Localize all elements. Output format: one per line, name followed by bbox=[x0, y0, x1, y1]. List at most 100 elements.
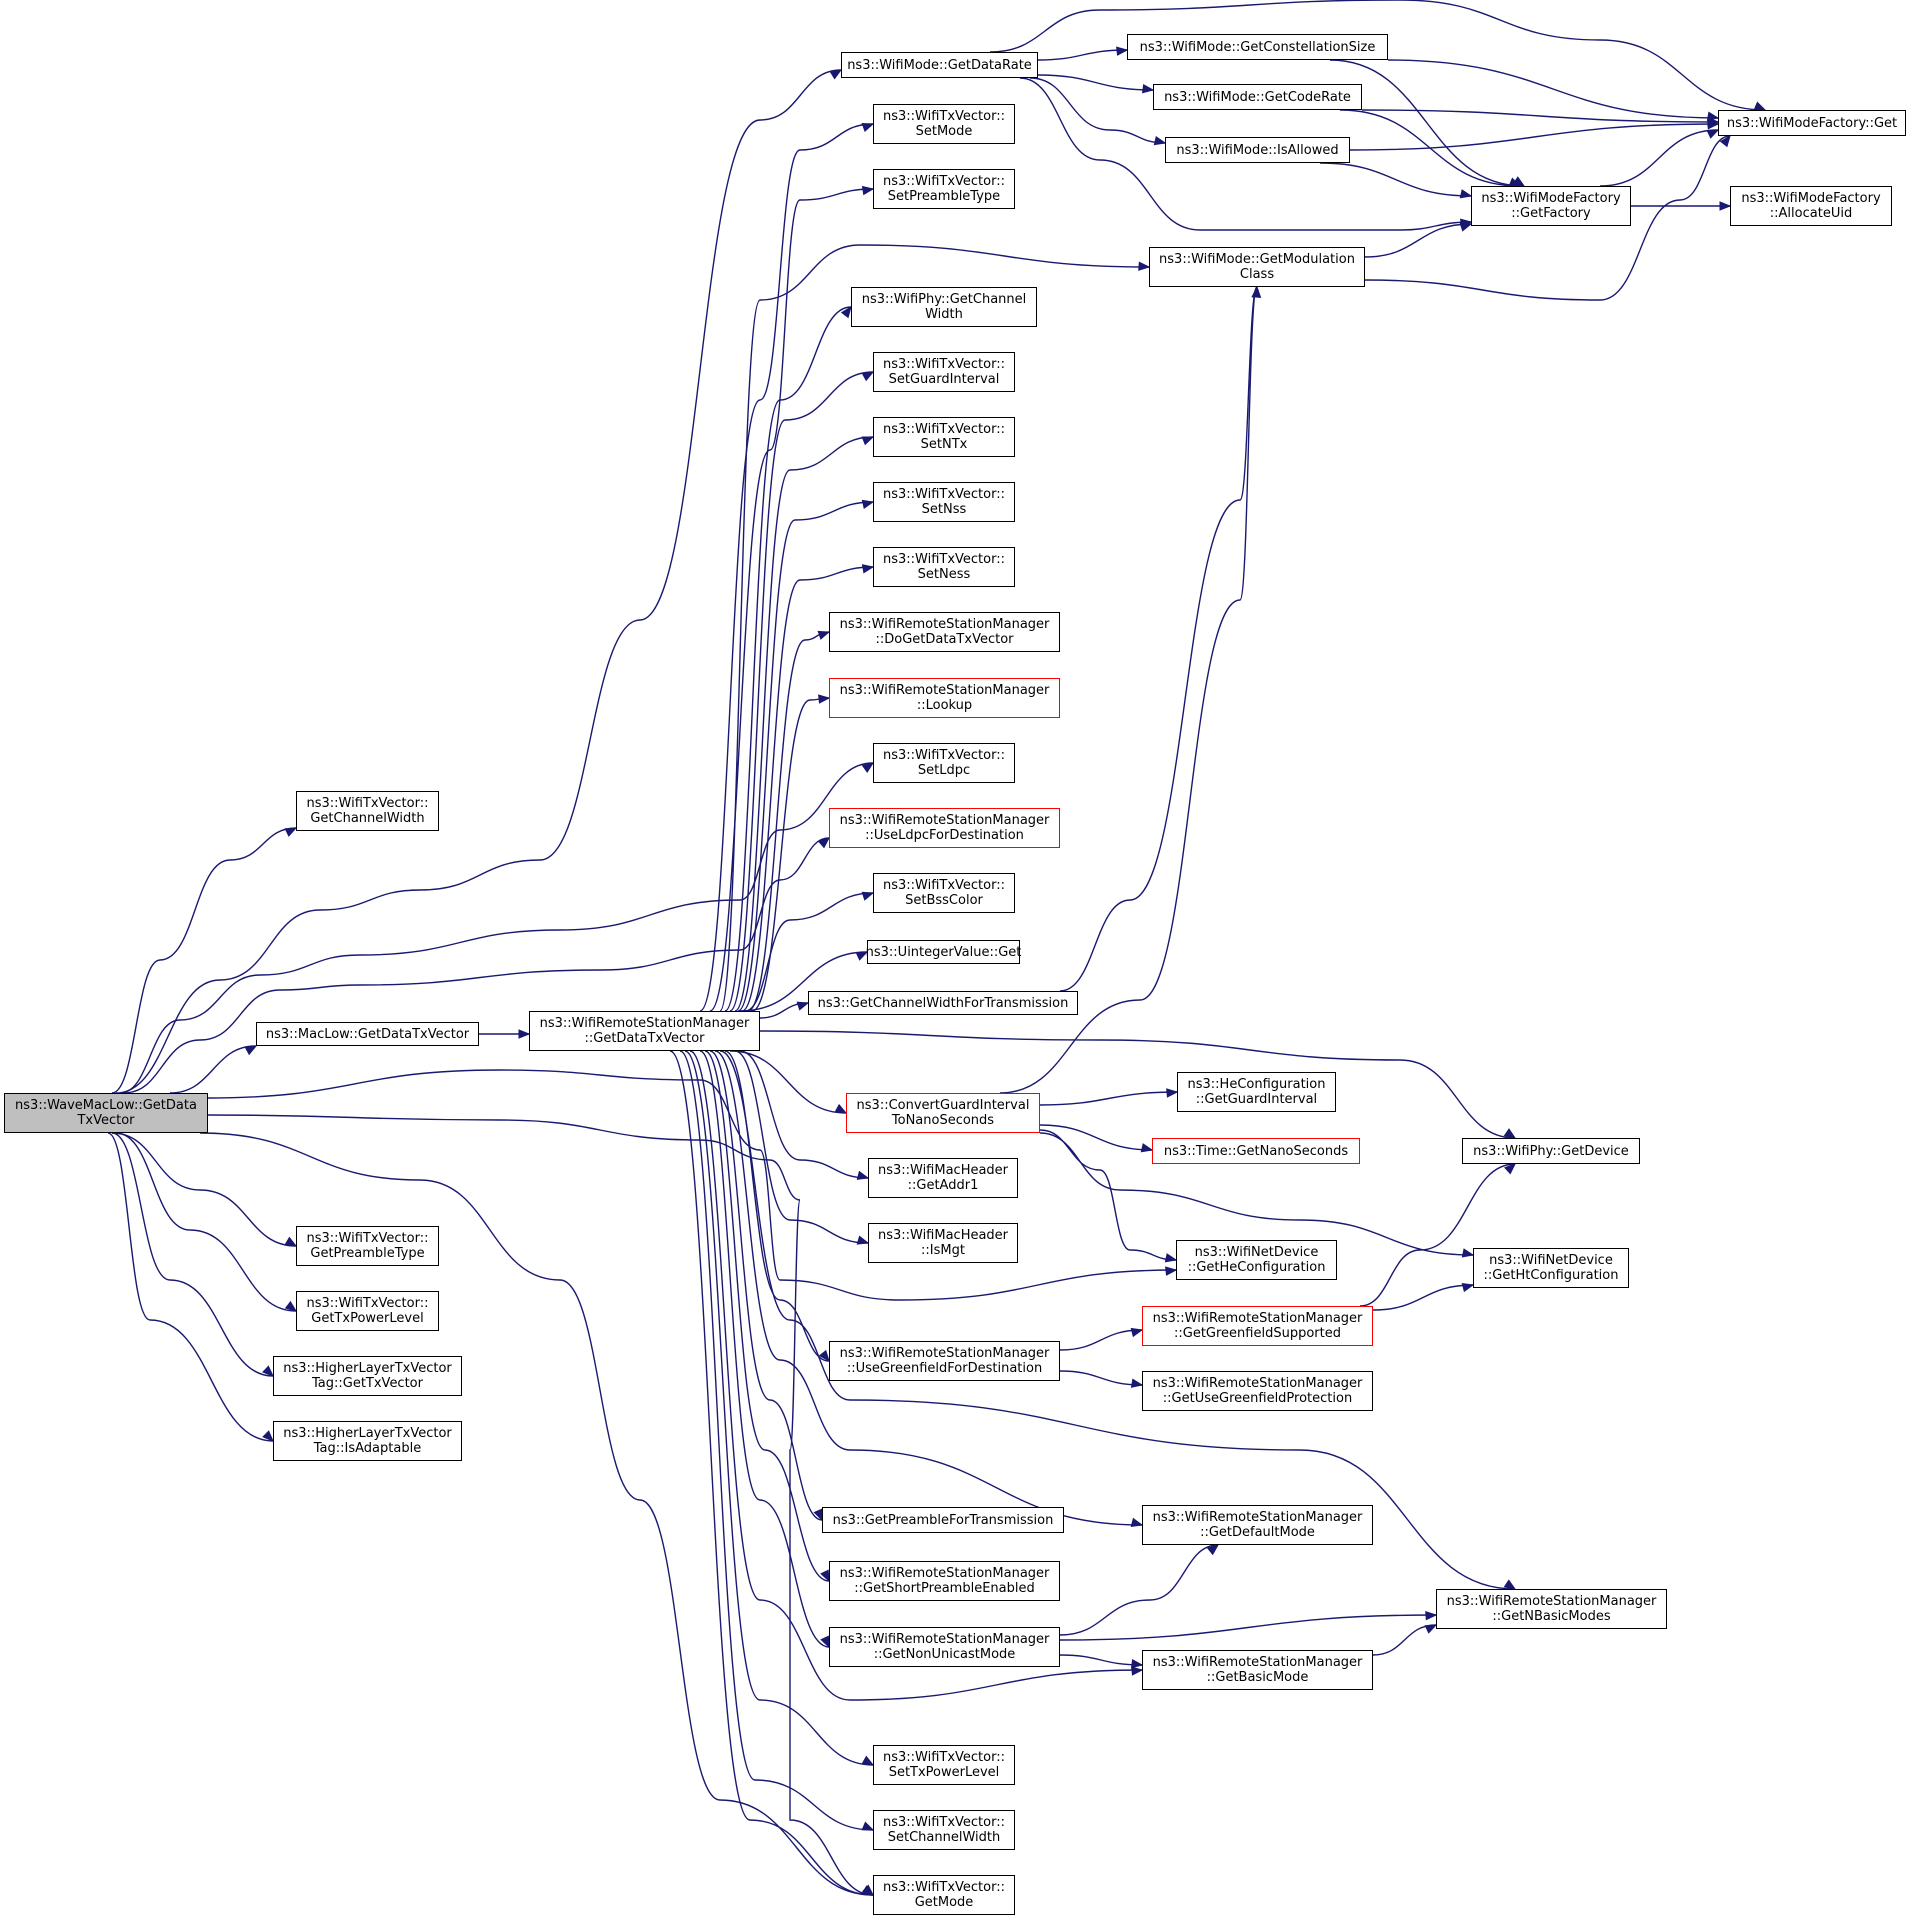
node-wmf-get[interactable]: ns3::WifiModeFactory::Get bbox=[1718, 110, 1906, 136]
node-wtv-settpl[interactable]: ns3::WifiTxVector:: SetTxPowerLevel bbox=[873, 1745, 1015, 1785]
arrowhead-wrsm-to-wphy_gcw bbox=[840, 305, 852, 319]
node-wrsm-gbm[interactable]: ns3::WifiRemoteStationManager ::GetBasic… bbox=[1142, 1650, 1373, 1690]
arrowhead-wrsm-to-wmh_ismgt bbox=[856, 1235, 870, 1245]
node-gpft[interactable]: ns3::GetPreambleForTransmission bbox=[822, 1507, 1064, 1533]
node-wrsm-ugfd[interactable]: ns3::WifiRemoteStationManager ::UseGreen… bbox=[829, 1341, 1060, 1381]
call-edge-wm_gcs-to-wmf_gf bbox=[1329, 59, 1525, 187]
arrowhead-root-to-wrsm_uldpc bbox=[817, 837, 831, 849]
node-gcwft[interactable]: ns3::GetChannelWidthForTransmission bbox=[808, 991, 1078, 1015]
node-wtv-setntx[interactable]: ns3::WifiTxVector:: SetNTx bbox=[873, 417, 1015, 457]
node-wtv-setbss[interactable]: ns3::WifiTxVector:: SetBssColor bbox=[873, 873, 1015, 913]
node-wrsm-gdm[interactable]: ns3::WifiRemoteStationManager ::GetDefau… bbox=[1142, 1505, 1373, 1545]
node-wphy-gdev[interactable]: ns3::WifiPhy::GetDevice bbox=[1462, 1138, 1640, 1164]
call-edge-cgitns-to-wm_gmc bbox=[999, 286, 1258, 1094]
call-edge-wrsm_gnum-to-wrsm_gdm bbox=[1059, 1544, 1219, 1636]
arrowhead-wm_gdr-to-wmf_get bbox=[1753, 101, 1767, 111]
node-wrsm[interactable]: ns3::WifiRemoteStationManager ::GetDataT… bbox=[529, 1011, 760, 1051]
arrowhead-wrsm-to-wrsm_lookup bbox=[818, 694, 831, 704]
node-wm-gcr[interactable]: ns3::WifiMode::GetCodeRate bbox=[1153, 84, 1362, 110]
call-edge-wm_gcs-to-wmf_get bbox=[1387, 59, 1719, 119]
arrowhead-wmf_gf-to-wmf_au bbox=[1719, 201, 1732, 211]
call-edge-wm_gdr-to-wm_isall bbox=[1029, 77, 1166, 144]
node-wtv-getcw[interactable]: ns3::WifiTxVector:: GetChannelWidth bbox=[296, 791, 439, 831]
arrowhead-root-to-wnd_ghe bbox=[1165, 1266, 1178, 1276]
node-wrsm-gnum[interactable]: ns3::WifiRemoteStationManager ::GetNonUn… bbox=[829, 1627, 1060, 1667]
arrowhead-root-to-wm_gdr bbox=[829, 69, 843, 80]
node-wrsm-gnbm[interactable]: ns3::WifiRemoteStationManager ::GetNBasi… bbox=[1436, 1589, 1667, 1629]
arrowhead-wrsm-to-wrsm_gnum bbox=[820, 1635, 830, 1649]
arrowhead-wrsm-to-wrsm_ugfd bbox=[818, 1349, 830, 1363]
call-edge-wrsm-to-wrsm_gnbm bbox=[719, 1050, 1516, 1590]
arrowhead-wrsm-to-wtv_setntx bbox=[861, 436, 875, 446]
arrowhead-wrsm_ugfd-to-wrsm_gugp bbox=[1130, 1378, 1144, 1388]
call-edge-wrsm-to-wtv_getmode bbox=[669, 1050, 874, 1896]
node-time-gns[interactable]: ns3::Time::GetNanoSeconds bbox=[1152, 1138, 1360, 1164]
node-wrsm-lookup[interactable]: ns3::WifiRemoteStationManager ::Lookup bbox=[829, 678, 1060, 718]
call-edge-cgitns-to-wnd_ght bbox=[1039, 1132, 1474, 1256]
node-wrsm-uldpc[interactable]: ns3::WifiRemoteStationManager ::UseLdpcF… bbox=[829, 808, 1060, 848]
arrowhead-root-to-wtv_getpt bbox=[284, 1236, 298, 1247]
node-wphy-gcw[interactable]: ns3::WifiPhy::GetChannel Width bbox=[851, 287, 1037, 327]
call-edge-wrsm-to-uint_get bbox=[739, 951, 868, 1012]
node-wm-isall[interactable]: ns3::WifiMode::IsAllowed bbox=[1165, 137, 1350, 163]
node-wtv-setcw[interactable]: ns3::WifiTxVector:: SetChannelWidth bbox=[873, 1810, 1015, 1850]
arrowhead-wrsm-to-wm_gmc bbox=[1138, 261, 1151, 271]
call-edge-wrsm_gnum-to-wrsm_gnbm bbox=[1059, 1614, 1437, 1641]
node-wtv-setnss[interactable]: ns3::WifiTxVector:: SetNss bbox=[873, 482, 1015, 522]
node-wm-gcs[interactable]: ns3::WifiMode::GetConstellationSize bbox=[1127, 34, 1388, 60]
call-edge-wm_gdr-to-wmf_get bbox=[989, 0, 1766, 111]
node-wmf-au[interactable]: ns3::WifiModeFactory ::AllocateUid bbox=[1730, 186, 1892, 226]
node-wtv-setness[interactable]: ns3::WifiTxVector:: SetNess bbox=[873, 547, 1015, 587]
node-wrsm-dogdtv[interactable]: ns3::WifiRemoteStationManager ::DoGetDat… bbox=[829, 612, 1060, 652]
call-edge-root-to-hl_isad bbox=[107, 1132, 274, 1442]
call-edge-root-to-wnd_ghe bbox=[207, 1069, 1177, 1301]
arrowhead-wrsm_gnum-to-wrsm_gbm bbox=[1131, 1659, 1144, 1669]
node-wnd-ghe[interactable]: ns3::WifiNetDevice ::GetHeConfiguration bbox=[1176, 1240, 1337, 1280]
node-hecfg-ggi[interactable]: ns3::HeConfiguration ::GetGuardInterval bbox=[1177, 1072, 1336, 1112]
node-wtv-setpt[interactable]: ns3::WifiTxVector:: SetPreambleType bbox=[873, 169, 1015, 209]
arrowhead-cgitns-to-wnd_ghe bbox=[1164, 1253, 1178, 1263]
arrowhead-wrsm_gbm-to-wrsm_gnbm bbox=[1424, 1624, 1438, 1634]
arrowhead-wm_gmc-to-wmf_get bbox=[1719, 134, 1731, 148]
node-maclow[interactable]: ns3::MacLow::GetDataTxVector bbox=[256, 1022, 479, 1046]
node-wmh-addr1[interactable]: ns3::WifiMacHeader ::GetAddr1 bbox=[868, 1158, 1018, 1198]
node-wrsm-gspe[interactable]: ns3::WifiRemoteStationManager ::GetShort… bbox=[829, 1561, 1060, 1601]
call-edge-wrsm-to-wtv_setness bbox=[741, 566, 874, 1012]
call-edge-root-to-wtv_gettpl bbox=[115, 1132, 297, 1312]
arrowhead-wrsm-to-wtv_setness bbox=[861, 564, 875, 574]
arrowhead-wm_gdr-to-wm_gcs bbox=[1116, 46, 1129, 56]
node-uint-get[interactable]: ns3::UintegerValue::Get bbox=[866, 940, 1021, 964]
arrowhead-wrsm-to-wtv_getmode bbox=[861, 1885, 875, 1896]
call-edge-wrsm_ugfd-to-wrsm_ggs bbox=[1059, 1329, 1143, 1351]
node-wtv-getmode[interactable]: ns3::WifiTxVector:: GetMode bbox=[873, 1875, 1015, 1915]
node-wmh-ismgt[interactable]: ns3::WifiMacHeader ::IsMgt bbox=[868, 1223, 1018, 1263]
node-wm-gdr[interactable]: ns3::WifiMode::GetDataRate bbox=[841, 52, 1038, 78]
node-wnd-ght[interactable]: ns3::WifiNetDevice ::GetHtConfiguration bbox=[1473, 1248, 1629, 1288]
arrowhead-wm_gdr-to-wm_gcr bbox=[1141, 83, 1155, 94]
node-wtv-setgi[interactable]: ns3::WifiTxVector:: SetGuardInterval bbox=[873, 352, 1015, 392]
call-edge-cgitns-to-wnd_ghe bbox=[1039, 1129, 1177, 1261]
call-edge-root-to-wrsm_uldpc bbox=[123, 837, 830, 1094]
node-wtv-setldpc[interactable]: ns3::WifiTxVector:: SetLdpc bbox=[873, 743, 1015, 783]
node-wtv-gettpl[interactable]: ns3::WifiTxVector:: GetTxPowerLevel bbox=[296, 1291, 439, 1331]
arrowhead-wrsm_ugfd-to-wrsm_ggs bbox=[1130, 1327, 1144, 1338]
call-edge-wmf_gf-to-wmf_get bbox=[1599, 129, 1719, 187]
arrowhead-wmf_gf-to-wmf_get bbox=[1706, 129, 1720, 139]
node-wm-gmc[interactable]: ns3::WifiMode::GetModulation Class bbox=[1149, 247, 1365, 287]
call-edge-wrsm_gnum-to-wrsm_gbm bbox=[1059, 1654, 1143, 1666]
arrowhead-wrsm-to-gpft bbox=[813, 1508, 823, 1522]
arrowhead-root-to-maclow bbox=[244, 1045, 258, 1056]
call-edge-wrsm-to-wrsm_gspe bbox=[704, 1050, 830, 1582]
node-hl-isad[interactable]: ns3::HigherLayerTxVector Tag::IsAdaptabl… bbox=[273, 1421, 462, 1461]
node-wrsm-gugp[interactable]: ns3::WifiRemoteStationManager ::GetUseGr… bbox=[1142, 1371, 1373, 1411]
node-cgitns[interactable]: ns3::ConvertGuardInterval ToNanoSeconds bbox=[846, 1093, 1040, 1133]
node-wtv-getpt[interactable]: ns3::WifiTxVector:: GetPreambleType bbox=[296, 1226, 439, 1266]
arrowhead-wm_gcr-to-wmf_gf bbox=[1508, 177, 1522, 187]
node-hl-gettv[interactable]: ns3::HigherLayerTxVector Tag::GetTxVecto… bbox=[273, 1356, 462, 1396]
arrowhead-wm_isall-to-wmf_get bbox=[1707, 120, 1720, 130]
call-edge-wm_isall-to-wmf_get bbox=[1349, 123, 1719, 151]
node-wrsm-ggs[interactable]: ns3::WifiRemoteStationManager ::GetGreen… bbox=[1142, 1306, 1373, 1346]
call-edge-wrsm-to-wmh_ismgt bbox=[734, 1050, 869, 1244]
node-wmf-gf[interactable]: ns3::WifiModeFactory ::GetFactory bbox=[1471, 186, 1631, 226]
node-wtv-setmode[interactable]: ns3::WifiTxVector:: SetMode bbox=[873, 104, 1015, 144]
